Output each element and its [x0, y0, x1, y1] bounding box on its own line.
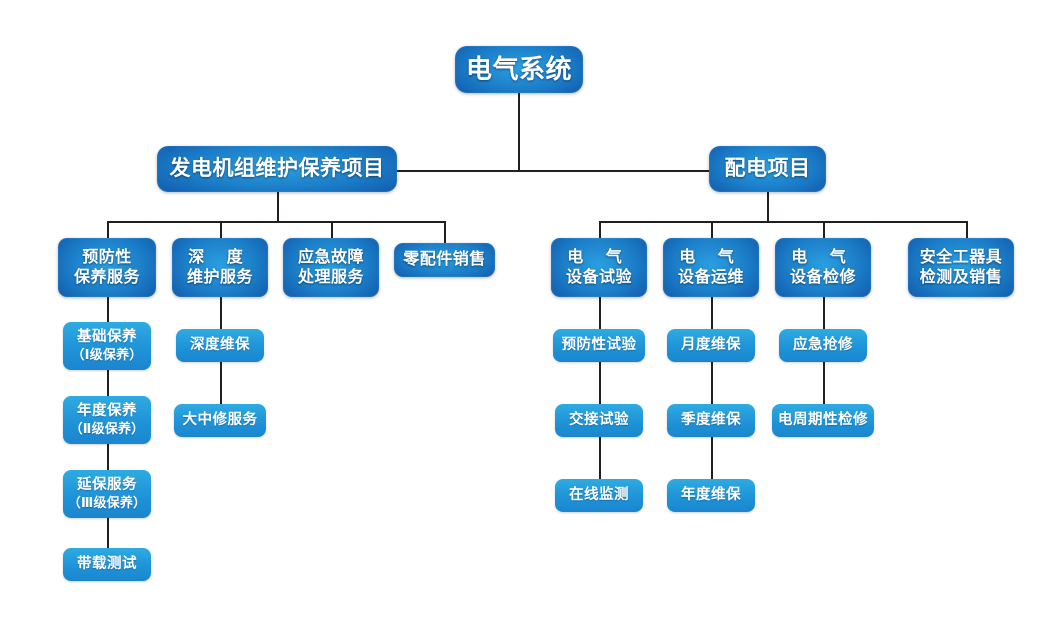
connector-left-bus [107, 221, 445, 223]
connector-right-bus [599, 221, 967, 223]
node-preventive-maintenance-service[interactable]: 预防性 保养服务 [58, 238, 156, 297]
node-label: 应急抢修 [793, 336, 853, 353]
node-quarterly-maintenance[interactable]: 季度维保 [667, 404, 755, 437]
node-label: 大中修服务 [182, 411, 258, 428]
node-basic-maintenance-level1[interactable]: 基础保养 （Ⅰ级保养） [63, 322, 151, 370]
node-label: 零配件销售 [403, 251, 486, 269]
node-label: 电气系统 [465, 53, 572, 84]
node-spare-parts-sales[interactable]: 零配件销售 [394, 243, 495, 277]
node-monthly-maintenance[interactable]: 月度维保 [667, 329, 755, 362]
node-annual-maintenance-level2[interactable]: 年度保养 （Ⅱ级保养） [63, 396, 151, 444]
node-electrical-equipment-testing[interactable]: 电 气 设备试验 [551, 238, 647, 297]
node-label: 年度维保 [681, 486, 741, 503]
connector-right-stem [767, 192, 769, 222]
node-generator-maintenance-project[interactable]: 发电机组维护保养项目 [157, 146, 397, 192]
node-power-distribution-project[interactable]: 配电项目 [709, 146, 826, 192]
node-label: 电 气 设备试验 [565, 248, 632, 286]
connector-right-drop-1 [599, 221, 601, 238]
node-deep-maintenance[interactable]: 深度维保 [176, 329, 264, 362]
node-label: 预防性试验 [561, 336, 637, 353]
node-electrical-equipment-overhaul[interactable]: 电 气 设备检修 [775, 238, 871, 297]
node-electrical-equipment-operation[interactable]: 电 气 设备运维 [663, 238, 759, 297]
node-root-electrical-system[interactable]: 电气系统 [455, 46, 583, 93]
node-load-test[interactable]: 带载测试 [63, 548, 151, 581]
node-label: 月度维保 [681, 336, 741, 353]
node-safety-tools-inspection-sales[interactable]: 安全工器具 检测及销售 [908, 238, 1014, 297]
connector-left-drop-2 [220, 221, 222, 238]
node-emergency-fault-handling-service[interactable]: 应急故障 处理服务 [283, 238, 379, 297]
node-label: 在线监测 [569, 486, 629, 503]
connector-level2-bus [396, 170, 710, 172]
node-label: 电周期性检修 [778, 411, 868, 428]
connector-right-drop-2 [711, 221, 713, 238]
node-label: 配电项目 [724, 157, 811, 181]
node-label: 应急故障 处理服务 [297, 248, 364, 286]
node-label: 深度维保 [190, 336, 250, 353]
node-extended-warranty-level3[interactable]: 延保服务 （Ⅲ级保养） [63, 470, 151, 518]
node-label: 电 气 设备运维 [677, 248, 744, 286]
node-handover-test[interactable]: 交接试验 [555, 404, 643, 437]
connector-col5-chain [599, 297, 601, 482]
node-label: 预防性 保养服务 [73, 248, 140, 286]
connector-left-stem [277, 192, 279, 222]
connector-left-drop-1 [107, 221, 109, 238]
node-label: 安全工器具 检测及销售 [919, 248, 1003, 286]
connector-left-drop-3 [331, 221, 333, 238]
connector-col6-chain [711, 297, 713, 482]
node-label: 电 气 设备检修 [789, 248, 856, 286]
node-label: 基础保养 （Ⅰ级保养） [71, 329, 143, 362]
node-online-monitoring[interactable]: 在线监测 [555, 479, 643, 512]
node-annual-maintenance[interactable]: 年度维保 [667, 479, 755, 512]
connector-root-stem [518, 92, 520, 171]
node-label: 交接试验 [569, 411, 629, 428]
node-label: 带载测试 [77, 555, 137, 572]
node-preventive-test[interactable]: 预防性试验 [553, 329, 645, 362]
connector-left-drop-4 [444, 221, 446, 243]
node-label: 发电机组维护保养项目 [169, 157, 385, 181]
node-label: 年度保养 （Ⅱ级保养） [69, 403, 145, 436]
node-periodic-electrical-overhaul[interactable]: 电周期性检修 [772, 404, 874, 437]
node-major-medium-overhaul-service[interactable]: 大中修服务 [174, 404, 266, 437]
connector-right-drop-4 [966, 221, 968, 238]
node-emergency-repair[interactable]: 应急抢修 [779, 329, 867, 362]
node-label: 季度维保 [681, 411, 741, 428]
connector-right-drop-3 [823, 221, 825, 238]
node-label: 延保服务 （Ⅲ级保养） [67, 477, 147, 510]
node-label: 深 度 维护服务 [186, 248, 253, 286]
node-deep-maintenance-service[interactable]: 深 度 维护服务 [172, 238, 268, 297]
